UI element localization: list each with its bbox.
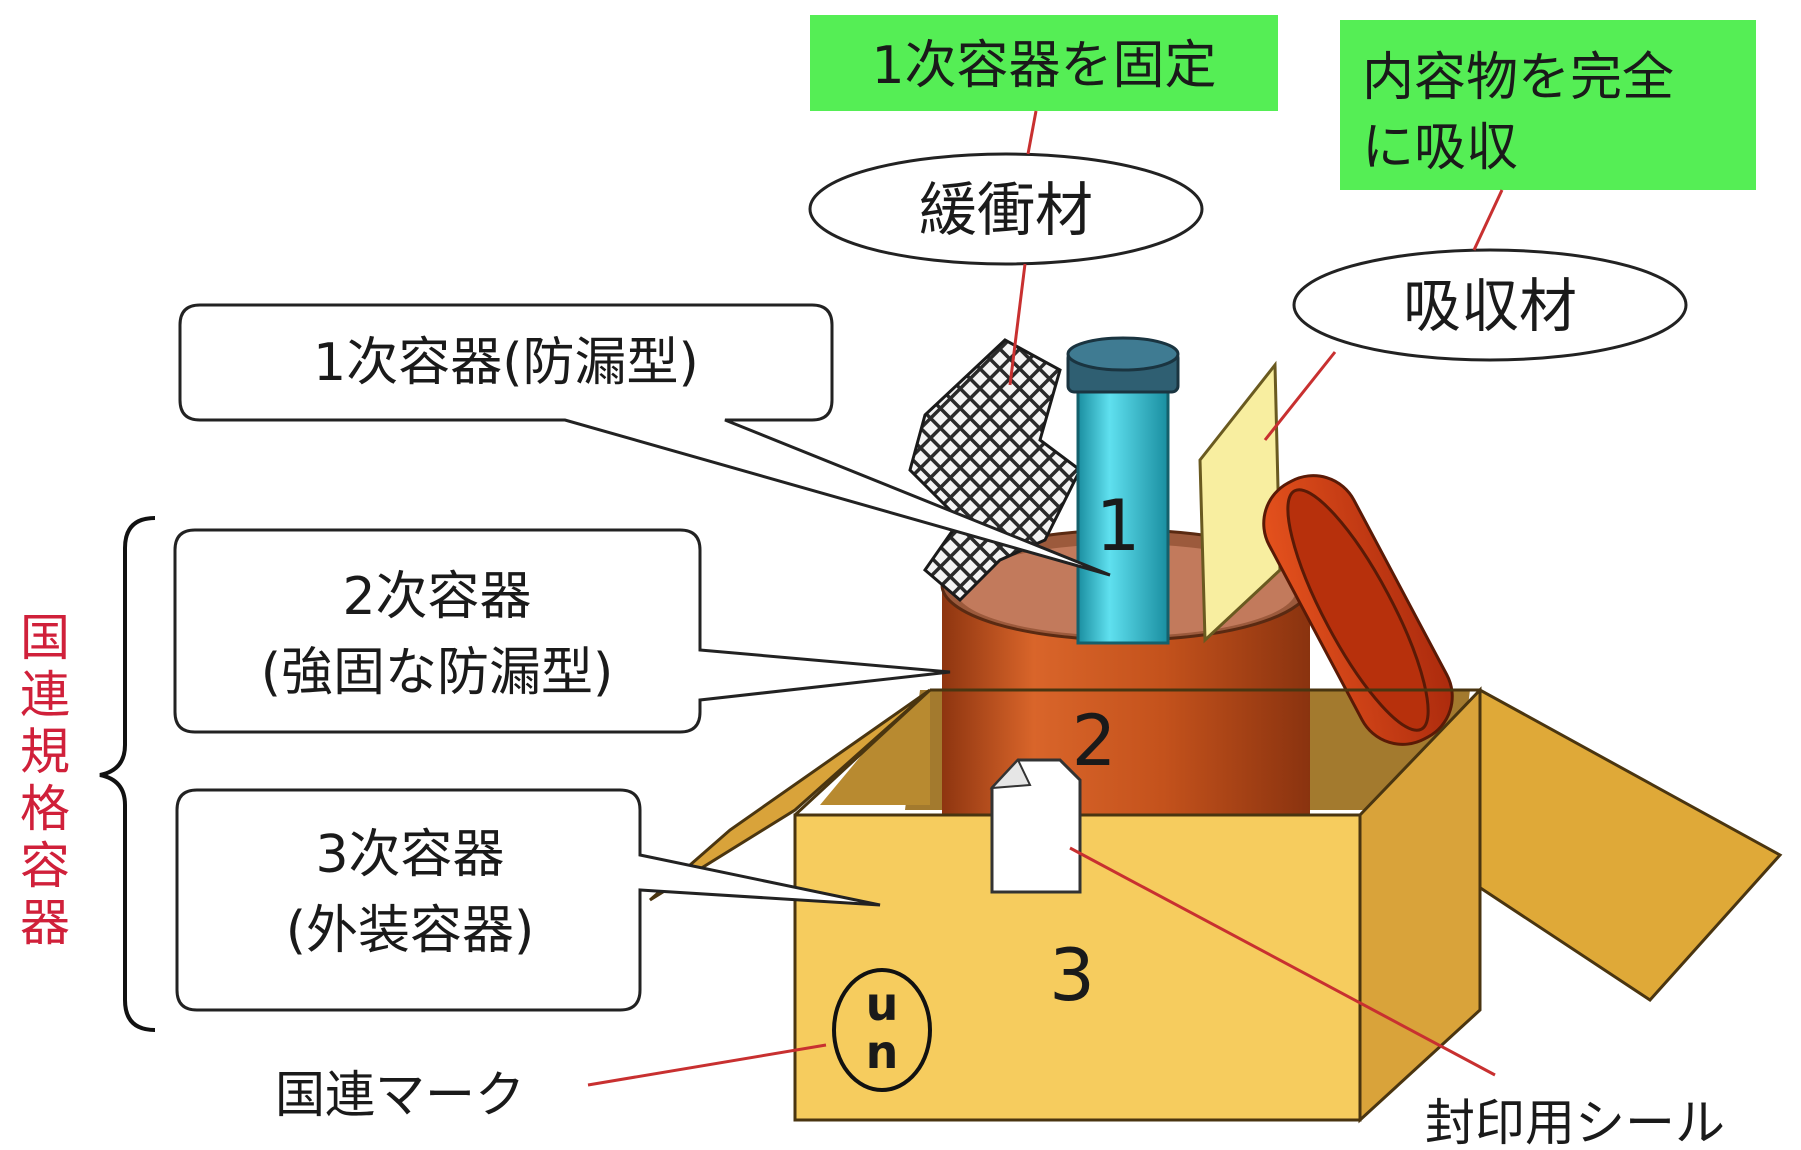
callout-secondary: 2次容器 (強固な防漏型) <box>173 528 951 734</box>
callout-tertiary-shape <box>175 788 881 1012</box>
note-absorb-bg <box>1340 20 1756 190</box>
absorbent-ellipse <box>1292 248 1688 362</box>
callout-tertiary-line2: (外装容器) <box>286 901 535 961</box>
cushion-ellipse <box>808 152 1204 266</box>
vertical-char-2: 連 <box>20 666 70 724</box>
un-logo-u: u <box>866 977 899 1031</box>
un-mark-label: 国連マーク <box>275 1066 525 1124</box>
un-logo-n: n <box>866 1025 899 1079</box>
leader-absorbent <box>1263 351 1337 441</box>
label-cushion: 緩衝材 <box>808 152 1204 266</box>
tube-body <box>1076 376 1170 645</box>
note-absorb-line2: に吸収 <box>1362 118 1518 178</box>
vertical-char-5: 容 <box>20 837 70 895</box>
callout-primary-text: 1次容器(防漏型) <box>313 333 699 393</box>
callout-secondary-line1: 2次容器 <box>342 567 531 627</box>
number-1: 1 <box>1096 485 1141 567</box>
callout-secondary-line2: (強固な防漏型) <box>261 643 614 703</box>
note-fix-primary-text: 1次容器を固定 <box>871 36 1216 96</box>
note-absorb-line1: 内容物を完全 <box>1362 48 1674 108</box>
seal-sticker <box>989 758 1082 894</box>
note-fix-primary: 1次容器を固定 <box>810 15 1278 111</box>
note-fix-primary-bg <box>810 15 1278 111</box>
box-left-flap <box>649 688 931 902</box>
tube-cap-top <box>1066 336 1180 372</box>
box-left-inner <box>820 690 930 805</box>
callout-primary: 1次容器(防漏型) <box>178 303 1111 577</box>
secondary-lid <box>1262 474 1454 746</box>
number-3: 3 <box>1049 933 1095 1017</box>
seal-label: 封印用シール <box>1425 1094 1725 1150</box>
box-top-left-edge <box>793 688 932 817</box>
vertical-char-4: 格 <box>20 780 70 838</box>
un-standard-vertical-label: 国 連 規 格 容 器 <box>20 609 70 952</box>
vertical-char-6: 器 <box>20 894 70 952</box>
absorbent-sheet <box>1198 360 1282 644</box>
callout-primary-shape <box>178 303 1111 577</box>
leader-un-mark <box>587 1043 827 1087</box>
un-logo-ring <box>832 968 932 1092</box>
primary-container: 1 <box>1066 336 1180 645</box>
callout-secondary-shape <box>173 528 951 734</box>
leader-fix-to-cushion <box>1026 110 1038 155</box>
label-absorbent: 吸収材 <box>1292 248 1688 362</box>
number-2: 2 <box>1072 700 1117 782</box>
cushion-label: 緩衝材 <box>919 176 1093 244</box>
seal-corner-fold <box>989 758 1032 790</box>
leader-seal <box>1069 846 1496 1077</box>
absorbent-label: 吸収材 <box>1403 272 1577 340</box>
leader-cushion <box>1008 263 1027 386</box>
curly-bracket <box>99 516 156 1032</box>
vertical-char-3: 規 <box>20 723 70 781</box>
leader-absorb-to-absorbent <box>1472 189 1504 251</box>
callout-tertiary: 3次容器 (外装容器) <box>175 788 881 1012</box>
callout-tertiary-line1: 3次容器 <box>315 825 504 885</box>
vertical-char-1: 国 <box>20 609 70 667</box>
lid-face <box>1286 488 1430 732</box>
note-absorb-content: 内容物を完全 に吸収 <box>1340 20 1756 190</box>
un-logo: u n <box>832 968 932 1092</box>
